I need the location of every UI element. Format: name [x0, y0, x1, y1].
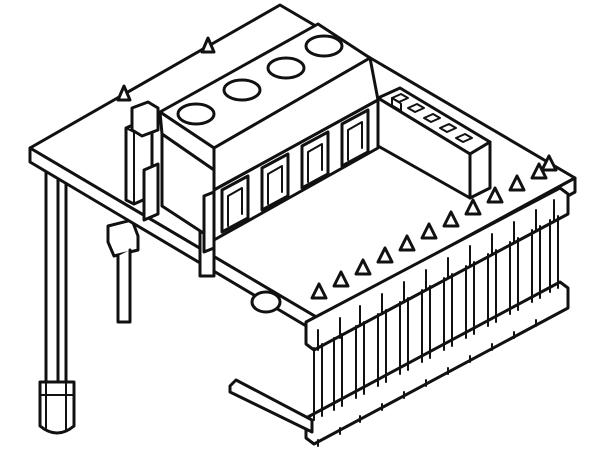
male-pin-header [304, 186, 570, 447]
board-spikes-front [310, 154, 558, 300]
vertical-post-component [124, 100, 160, 222]
board-spikes-top [116, 36, 216, 102]
mounting-pin-left [106, 218, 140, 324]
header-pins [313, 199, 559, 447]
screw-terminal-block [158, 22, 380, 254]
bent-lead-wire [228, 378, 314, 434]
led-component [38, 166, 76, 435]
female-pin-header [376, 86, 492, 200]
